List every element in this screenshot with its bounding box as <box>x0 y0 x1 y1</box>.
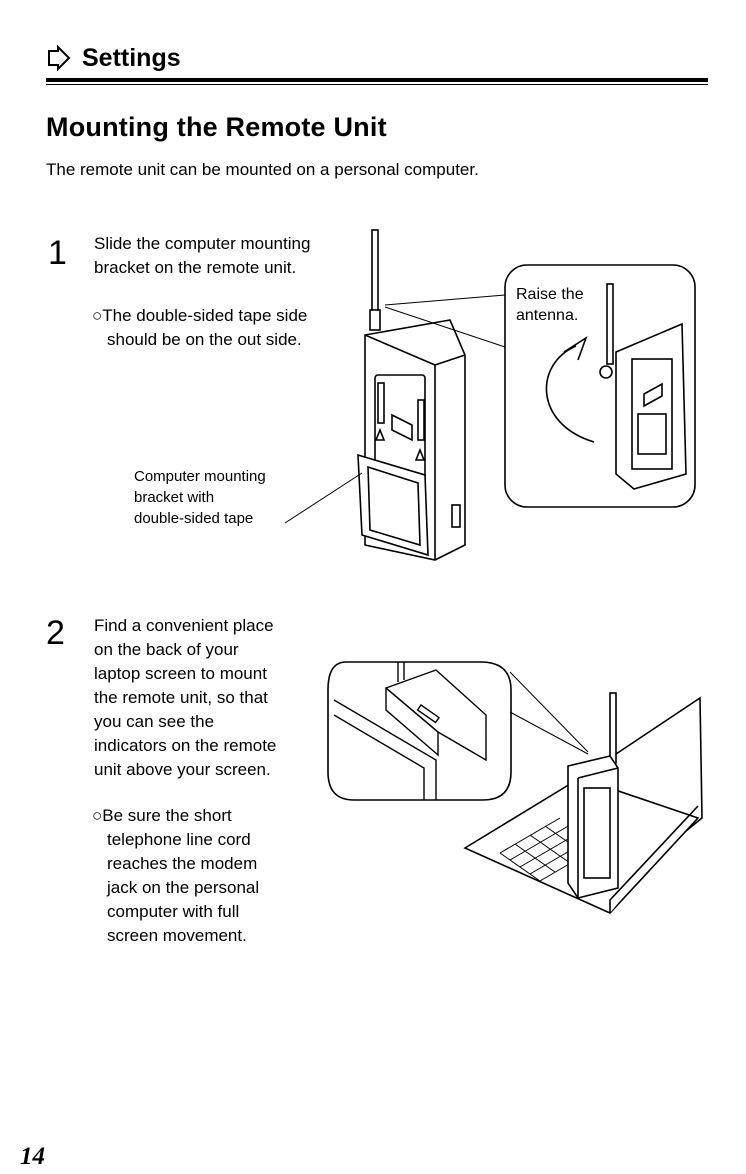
step-1-line: bracket on the remote unit. <box>94 258 297 277</box>
step-2-line: Find a convenient place <box>94 616 274 635</box>
step-2-line: laptop screen to mount <box>94 664 267 683</box>
page-title: Mounting the Remote Unit <box>46 112 387 142</box>
header-rule-thin <box>46 84 708 85</box>
inset-callout-line: Raise the <box>516 286 584 303</box>
step-2-line: you can see the <box>94 712 215 731</box>
step-2-line: the remote unit, so that <box>94 688 268 707</box>
step-2-note-line: ○Be sure the short <box>92 806 232 825</box>
step-2-line: indicators on the remote <box>94 736 277 755</box>
step-1-text: Slide the computer mounting bracket on t… <box>94 232 310 280</box>
step-2-line: unit above your screen. <box>94 760 271 779</box>
bracket-callout-line: double-sided tape <box>134 510 254 527</box>
inset-callout: Raise the antenna. <box>516 284 584 326</box>
step-2-line: on the back of your <box>94 640 239 659</box>
step-2-text: Find a convenient place on the back of y… <box>94 614 276 782</box>
laptop-closeup-inset <box>327 661 512 801</box>
section-title: Settings <box>82 43 181 72</box>
step-2-note-line: computer with full <box>107 902 240 921</box>
page-number: 14 <box>20 1143 45 1170</box>
step-1-note-line: ○The double-sided tape side <box>92 306 308 325</box>
laptop-illustration <box>463 692 703 914</box>
step-2-note-line: screen movement. <box>107 926 247 945</box>
step-2-note-line: jack on the personal <box>107 878 260 897</box>
step-1-note: ○The double-sided tape side should be on… <box>92 304 307 352</box>
step-2-number: 2 <box>46 614 65 652</box>
header-rule <box>46 78 708 82</box>
bracket-callout-line: Computer mounting <box>134 468 266 485</box>
step-1-note-line: should be on the out side. <box>107 330 302 349</box>
inset-callout-line: antenna. <box>516 307 579 324</box>
remote-unit-illustration <box>284 229 466 561</box>
step-2-note: ○Be sure the short telephone line cord r… <box>92 804 259 948</box>
step-1-number: 1 <box>48 234 67 272</box>
step-1-line: Slide the computer mounting <box>94 234 311 253</box>
inset-leader-lines <box>384 294 506 348</box>
closeup-leader-lines <box>509 671 589 755</box>
hollow-right-arrow-icon <box>48 45 71 71</box>
raise-antenna-inset <box>504 264 696 508</box>
bracket-callout: Computer mounting bracket with double-si… <box>134 466 266 529</box>
step-2-note-line: telephone line cord <box>107 830 251 849</box>
bracket-callout-line: bracket with <box>134 489 215 506</box>
intro-text: The remote unit can be mounted on a pers… <box>46 160 479 179</box>
step-2-note-line: reaches the modem <box>107 854 258 873</box>
section-header: Settings <box>46 40 181 76</box>
